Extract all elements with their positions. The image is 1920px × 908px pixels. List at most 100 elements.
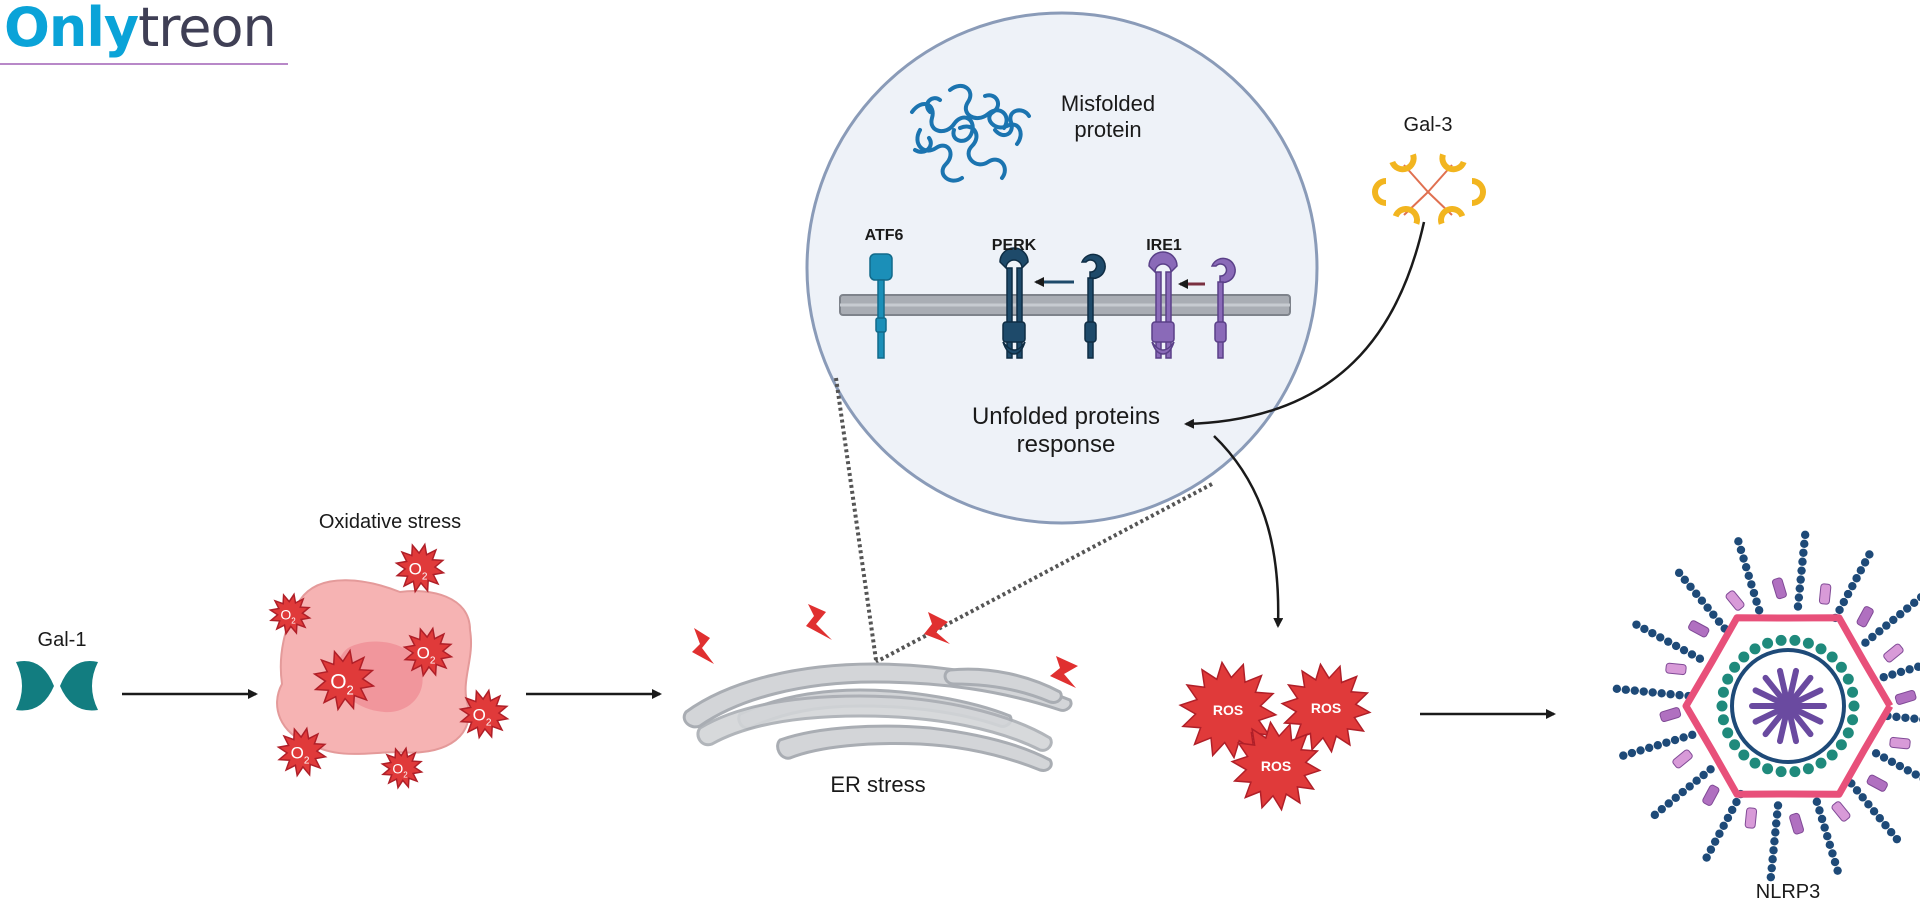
lightning-bolt-icons xyxy=(692,604,1078,688)
nlrp3-bead xyxy=(1828,849,1837,858)
ros-label: ROS xyxy=(1261,758,1291,774)
nlrp3-bead xyxy=(1888,670,1897,679)
nlrp3-bead xyxy=(1852,786,1862,795)
nlrp3-bead xyxy=(1794,593,1804,602)
nlrp3-bead xyxy=(1773,801,1783,810)
nlrp3-bead xyxy=(1903,766,1913,775)
o2-radical: O2 xyxy=(458,688,510,740)
nlrp3-bead xyxy=(1823,832,1832,841)
o2-radical: O2 xyxy=(402,626,454,678)
o2-subscript: 2 xyxy=(291,617,296,626)
oxidative-stress-label: Oxidative stress xyxy=(319,511,461,533)
nlrp3-bead xyxy=(1817,814,1827,824)
o2-radical: O2 xyxy=(394,542,446,594)
nlrp3-bead xyxy=(1869,807,1879,816)
nlrp3-bead xyxy=(1632,620,1641,629)
nlrp3-bead xyxy=(1815,806,1824,815)
nlrp3-core-bead xyxy=(1842,673,1854,685)
nlrp3-bead xyxy=(1916,593,1920,602)
nlrp3-core-bead xyxy=(1802,763,1814,775)
nlrp3-adaptor xyxy=(1818,583,1832,605)
nlrp3-bead xyxy=(1843,589,1853,599)
nlrp3-bead xyxy=(1692,776,1701,785)
nlrp3-bead xyxy=(1695,654,1705,663)
nlrp3-bead xyxy=(1754,606,1764,615)
nlrp3-bead xyxy=(1879,672,1888,682)
upr-zoom-circle xyxy=(805,11,1319,525)
nlrp3-bead xyxy=(1820,823,1829,832)
nlrp3-core-bead xyxy=(1842,727,1854,739)
upr-label-2: response xyxy=(1017,431,1116,458)
nlrp3-adaptor xyxy=(1659,707,1682,723)
watermark-part2: treon xyxy=(138,0,277,59)
watermark-underline xyxy=(0,63,288,65)
nlrp3-bead xyxy=(1864,800,1873,809)
nlrp3-bead xyxy=(1679,733,1688,742)
nlrp3-bead xyxy=(1747,580,1756,589)
nlrp3-core-bead xyxy=(1738,749,1750,761)
nlrp3-bead xyxy=(1797,566,1806,575)
ire1-monomer xyxy=(1210,257,1236,359)
nlrp3-core-bead xyxy=(1717,714,1729,726)
gal3-to-upr-arrow xyxy=(1184,221,1426,429)
nlrp3-core-bead xyxy=(1826,651,1838,663)
nlrp3-bead xyxy=(1621,685,1631,694)
nlrp3-bead xyxy=(1839,597,1849,607)
nlrp3-core-bead xyxy=(1847,686,1859,698)
nlrp3-bead xyxy=(1736,545,1746,555)
nlrp3-bead xyxy=(1657,689,1666,698)
nlrp3-bead xyxy=(1650,810,1660,820)
nlrp3-bead xyxy=(1752,597,1761,606)
nlrp3-adaptor xyxy=(1725,590,1745,611)
nlrp3-adaptor xyxy=(1856,606,1874,628)
o2-radical: O2 xyxy=(276,726,328,778)
nlrp3-bead xyxy=(1896,667,1906,677)
upr-label-1: Unfolded proteins xyxy=(972,403,1160,430)
nlrp3-bead xyxy=(1636,746,1645,755)
nlrp3-bead xyxy=(1723,813,1733,823)
nlrp3-bead xyxy=(1833,866,1842,875)
nlrp3-core-bead xyxy=(1722,673,1734,685)
misfolded-protein-label-2: protein xyxy=(1074,117,1141,142)
nlrp3-bead xyxy=(1663,637,1673,646)
nlrp3-bead xyxy=(1679,645,1689,655)
nlrp3-bead xyxy=(1892,712,1901,722)
nlrp3-bead xyxy=(1911,770,1920,779)
nlrp3-adaptor xyxy=(1889,736,1911,750)
nlrp3-bead xyxy=(1744,571,1753,580)
nlrp3-bead xyxy=(1709,610,1718,619)
nlrp3-bead xyxy=(1799,548,1808,557)
nlrp3-bead xyxy=(1714,617,1724,626)
ire1-receptor-dimer xyxy=(1148,251,1178,359)
nlrp3-bead xyxy=(1680,575,1690,585)
nlrp3-core-bead xyxy=(1729,739,1741,751)
gal1-label: Gal-1 xyxy=(38,629,87,651)
nlrp3-bead xyxy=(1882,621,1891,630)
nlrp3-bead xyxy=(1699,770,1708,780)
nlrp3-bead xyxy=(1856,566,1866,575)
nlrp3-bead xyxy=(1648,628,1657,638)
nlrp3-core-bead xyxy=(1749,757,1761,769)
nlrp3-bead xyxy=(1612,684,1622,694)
perk-receptor-dimer xyxy=(999,247,1029,359)
nlrp3-bead xyxy=(1793,602,1803,611)
nlrp3-adaptor xyxy=(1665,662,1687,676)
misfolded-protein-label-1: Misfolded xyxy=(1061,91,1155,116)
nlrp3-bead xyxy=(1772,819,1781,828)
o2-subscript: 2 xyxy=(347,682,354,697)
nlrp3-bead xyxy=(1675,690,1684,700)
nlrp3-bead xyxy=(1798,557,1807,566)
gal1-icon xyxy=(16,661,98,711)
nlrp3-bead xyxy=(1896,610,1905,619)
nlrp3-bead xyxy=(1671,641,1681,651)
o2-subscript: 2 xyxy=(430,656,436,667)
nlrp3-core-bead xyxy=(1815,643,1827,655)
nlrp3-bead xyxy=(1640,624,1649,634)
nlrp3-bead xyxy=(1895,761,1905,771)
nlrp3-bead xyxy=(1800,530,1810,540)
nlrp3-bead xyxy=(1619,751,1628,760)
nlrp3-bead xyxy=(1770,837,1779,846)
o2-radical: O2 xyxy=(268,592,312,636)
